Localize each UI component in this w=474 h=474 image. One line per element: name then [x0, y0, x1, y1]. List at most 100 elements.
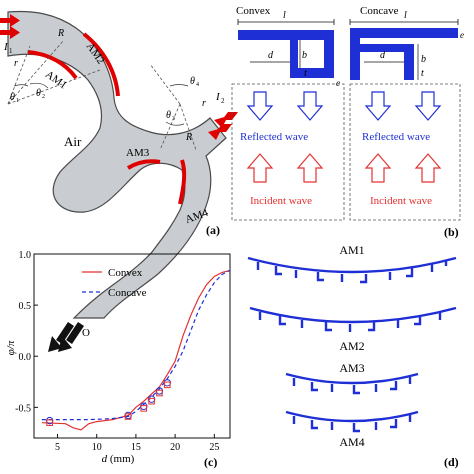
convex-b-label: b	[302, 50, 307, 61]
concave-unit-cell: Concave l d b t e	[349, 5, 464, 80]
theta1-sub: 1	[16, 98, 19, 104]
legend-concave-label: Concave	[108, 287, 147, 299]
concave-reflected-label: Reflected wave	[362, 131, 430, 143]
theta4-sub: 4	[196, 82, 199, 88]
theta3-label: θ	[166, 110, 171, 121]
concave-e-label: e	[460, 30, 464, 40]
square-marker	[124, 413, 132, 420]
series-line-concave	[41, 269, 231, 421]
legend: Convex Concave	[82, 267, 147, 299]
panel-a-tag: (a)	[206, 223, 220, 237]
square-marker	[148, 397, 155, 405]
x-tick-label: 20	[170, 442, 180, 453]
convex-d-label: d	[268, 50, 274, 61]
radius-R-label-2: R	[185, 132, 192, 143]
panel-c-tag: (c)	[204, 455, 217, 469]
port-i1-sub: 1	[9, 47, 13, 55]
y-axis-label: φ/π	[5, 340, 17, 355]
square-marker	[163, 381, 171, 389]
x-tick-label: 10	[92, 442, 102, 453]
convex-t-label: t	[304, 68, 307, 79]
panel-a: Air AM1 AM2 AM3 AM4 I 1 I 2 O r R θ 1 θ …	[0, 10, 238, 352]
am1-label: AM1	[43, 68, 69, 91]
convex-unit-cell: Convex l d b t e	[236, 5, 340, 88]
y-tick-label: -0.5	[15, 403, 31, 414]
am2-structure	[249, 306, 457, 332]
theta2-arc	[29, 82, 49, 89]
panel-d-tag: (d)	[444, 455, 459, 469]
convex-reflected-label: Reflected wave	[240, 131, 308, 143]
square-marker	[140, 405, 148, 412]
am3-label: AM3	[126, 147, 150, 159]
am4-structure-label: AM4	[339, 435, 364, 449]
incident-arrows	[246, 153, 442, 183]
x-tick-label: 25	[209, 442, 219, 453]
am1-structure-label: AM1	[339, 243, 364, 257]
radius-r-label-1: r	[14, 58, 18, 69]
theta2-sub: 2	[42, 94, 45, 100]
x-ticks: 5 10 15 20 25	[55, 434, 219, 453]
am4-structure	[285, 410, 419, 433]
radial-guides	[7, 39, 197, 151]
air-label: Air	[64, 134, 82, 149]
radius-R-label-1: R	[57, 28, 64, 39]
concave-dashed-box	[349, 83, 461, 221]
port-o-label: O	[82, 327, 90, 339]
waveguide-body	[7, 10, 227, 319]
x-tick-label: 15	[131, 442, 141, 453]
convex-l-label: l	[283, 10, 286, 21]
am3-structure	[285, 372, 419, 395]
radius-r-label-2: r	[202, 98, 206, 109]
concave-l-label: l	[404, 10, 407, 21]
panel-b: Convex l d b t e Concave l	[231, 5, 464, 239]
am2-metasurface	[82, 32, 120, 97]
x-axis-label: d (mm)	[102, 453, 135, 465]
panel-d	[247, 256, 457, 433]
convex-e-label: e	[336, 78, 340, 88]
concave-b-label: b	[421, 54, 426, 65]
concave-t-label: t	[421, 68, 424, 79]
am2-structure-label: AM2	[339, 339, 364, 353]
port-i1-label: I	[3, 41, 9, 53]
am4-metasurface	[178, 159, 187, 205]
circle-marker	[163, 379, 171, 387]
concave-incident-label: Incident wave	[370, 195, 432, 207]
y-tick-label: 0.0	[19, 352, 32, 363]
am1-metasurface	[27, 50, 78, 80]
theta1-arc	[13, 84, 29, 87]
convex-dashed-box	[231, 83, 345, 221]
input-arrow-1	[0, 14, 20, 39]
y-tick-label: 1.0	[19, 250, 32, 261]
x-tick-label: 5	[55, 442, 60, 453]
am1-structure	[247, 256, 457, 284]
theta4-arc	[169, 84, 189, 87]
port-i2-label: I	[215, 91, 221, 103]
am3-metasurface	[126, 159, 161, 170]
reflected-arrows	[246, 91, 442, 121]
input-arrow-2	[208, 112, 238, 140]
series-line-convex	[41, 269, 231, 431]
convex-title: Convex	[236, 5, 271, 17]
panel-b-tag: (b)	[444, 225, 459, 239]
theta1-label: θ	[10, 92, 15, 103]
series-group	[41, 269, 231, 431]
theta3-arc	[165, 121, 185, 126]
square-marker	[156, 389, 163, 397]
theta2-label: θ	[36, 88, 41, 99]
convex-incident-label: Incident wave	[250, 195, 312, 207]
concave-d-label: d	[380, 50, 386, 61]
port-i2-sub: 2	[221, 97, 225, 105]
theta3-sub: 3	[172, 116, 175, 122]
panel-d-labels: AM1 AM2 AM3 AM4 (d)	[339, 243, 458, 469]
am3-structure-label: AM3	[339, 361, 364, 375]
output-arrow	[48, 322, 84, 352]
plot-frame	[33, 253, 231, 439]
y-ticks: -0.50.00.51.0	[15, 250, 38, 414]
concave-title: Concave	[360, 5, 399, 17]
legend-convex-label: Convex	[108, 267, 143, 279]
marker-group	[45, 379, 171, 426]
theta4-label: θ	[190, 76, 195, 87]
square-marker	[46, 419, 53, 426]
